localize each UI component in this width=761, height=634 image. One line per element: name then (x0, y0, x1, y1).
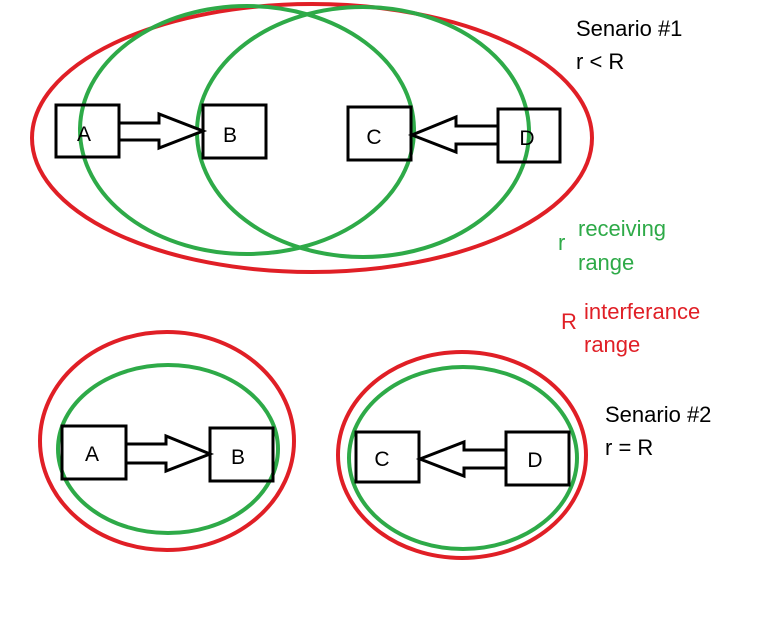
receiving-range-ellipse-cd (347, 365, 579, 551)
legend-receiving-line2: range (578, 250, 634, 275)
legend-interference-symbol: R (561, 309, 577, 334)
node-a-label: A (77, 123, 91, 146)
node-a-s1: A (54, 103, 121, 159)
interference-range-ellipse-cd (336, 350, 588, 560)
node-d-s2: D (504, 430, 571, 487)
legend-receiving-symbol: r (558, 230, 565, 255)
scenario-2-condition: r = R (605, 435, 653, 460)
node-d-label: D (527, 449, 542, 472)
node-d-s1: D (496, 107, 562, 164)
legend-interference-line1: interferance (584, 299, 700, 324)
node-c-label: C (366, 126, 381, 149)
arrow-d-to-c-s2 (415, 439, 508, 479)
arrow-a-to-b-s2 (124, 433, 215, 474)
node-d-label: D (519, 127, 534, 150)
scenario-2: A B C D Senario #2 r = R (38, 330, 711, 560)
arrow-d-to-c-s1 (407, 114, 500, 155)
scenario-1-condition: r < R (576, 49, 624, 74)
interference-range-ellipse-ab (38, 330, 296, 552)
node-a-label: A (85, 443, 99, 466)
receiving-range-circle-b (78, 4, 416, 256)
scenario-2-title: Senario #2 (605, 402, 711, 427)
node-c-s2: C (354, 430, 421, 484)
legend-interference-line2: range (584, 332, 640, 357)
node-c-s1: C (346, 105, 413, 162)
legend: r receiving range R interferance range (558, 216, 700, 357)
arrow-a-to-b-s1 (117, 111, 208, 151)
node-b-s1: B (201, 103, 268, 160)
legend-receiving-line1: receiving (578, 216, 666, 241)
node-a-s2: A (60, 424, 128, 481)
node-b-label: B (223, 124, 237, 147)
receiving-range-ellipse-ab (56, 363, 280, 535)
interference-range-ellipse-s1 (30, 2, 594, 274)
node-c-label: C (374, 448, 389, 471)
scenario-1: A B C D Senario #1 r < R (30, 2, 682, 274)
node-b-s2: B (208, 426, 275, 483)
node-b-label: B (231, 446, 245, 469)
scenario-1-title: Senario #1 (576, 16, 682, 41)
